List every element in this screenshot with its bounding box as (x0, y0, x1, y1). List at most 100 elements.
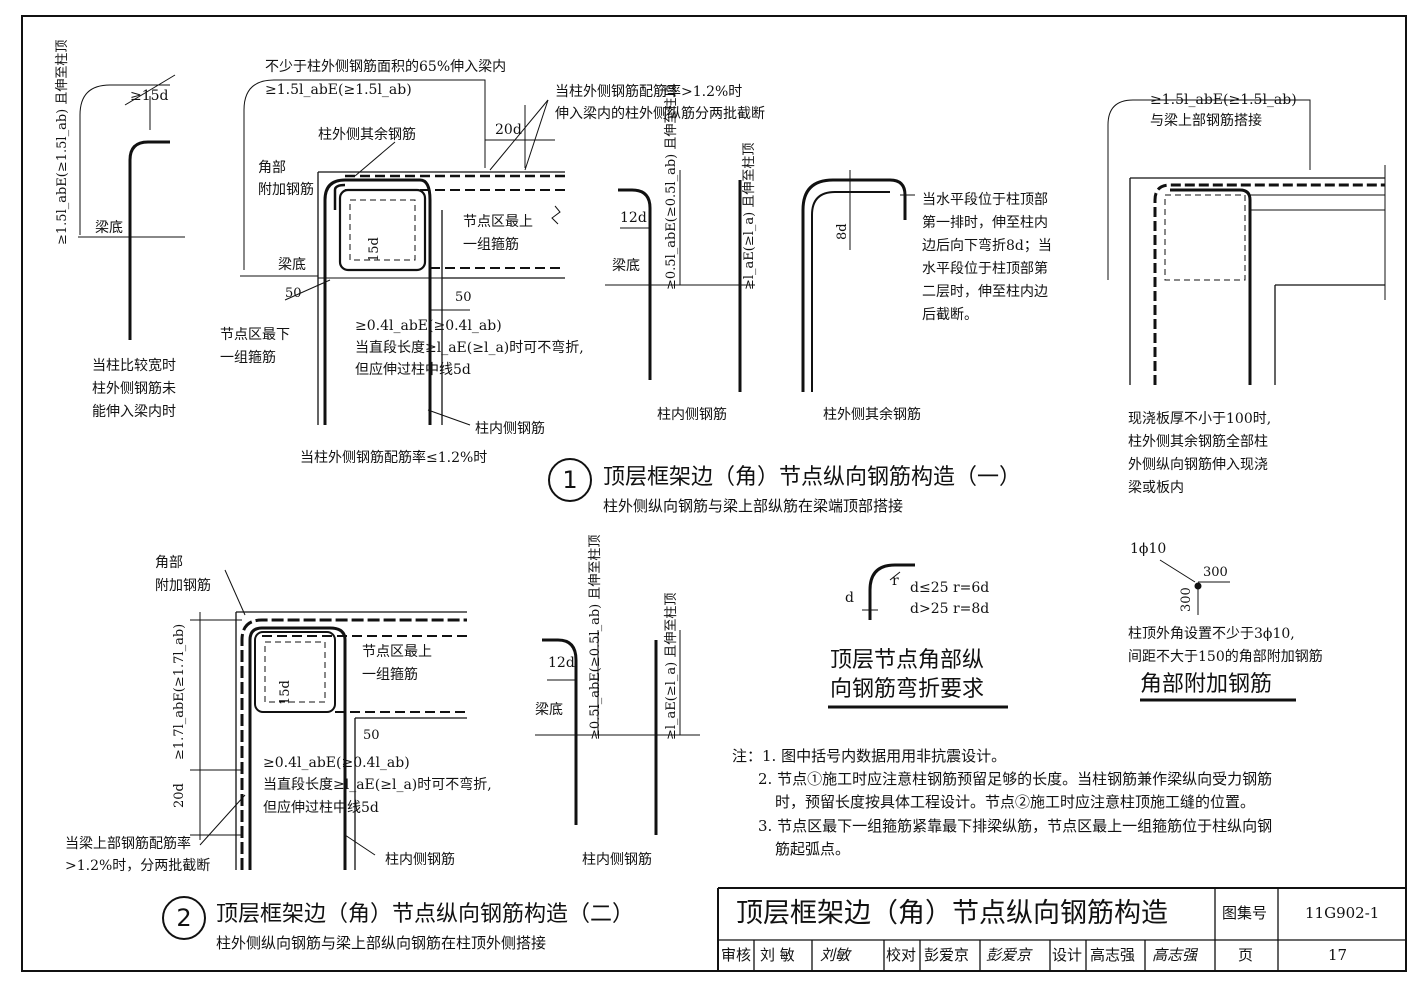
d1-corner-2: 附加钢筋 (258, 182, 314, 198)
d1-inner-label-a: ≥0.5l_abE(≥0.5l_ab) 且伸至柱顶 (664, 84, 679, 290)
review-label: 审核 (721, 946, 752, 964)
d1-left-vertical-label: ≥1.5l_abE(≥1.5l_ab) 且伸至柱顶 (55, 39, 70, 245)
d1-note-rate-2: 伸入梁内的柱外侧纵筋分两批截断 (555, 106, 765, 122)
d1-other-bars: 柱外侧其余钢筋 (318, 127, 416, 143)
d1-anchor-3: 但应伸过柱中线5d (355, 362, 471, 378)
checker-name: 彭爱京 (924, 946, 970, 964)
d2-inner-dim-12d: 12d (548, 655, 575, 671)
d1-left-caption-2: 柱外侧钢筋未 (92, 381, 176, 397)
d2-anchor-3: 但应伸过柱中线5d (263, 800, 379, 816)
d2-vertical-label: ≥1.7l_abE(≥1.7l_ab) (172, 623, 187, 760)
bend-title-1: 顶层节点角部纵 (830, 648, 985, 673)
d1-left-dim-15d: ≥15d (130, 88, 169, 104)
corner-spec: 1ϕ10 (1130, 541, 1167, 557)
d1-outer-note-3: 边后向下弯折8d；当 (922, 238, 1052, 254)
d1-dim-15d: 15d (367, 237, 382, 262)
d1-inner-label-b: ≥l_aE(≥l_a) 且伸至柱顶 (742, 142, 757, 290)
d2-inner-beam-bottom: 梁底 (535, 702, 563, 718)
d2-rate-2: >1.2%时，分两批截断 (65, 858, 211, 874)
bend-title-2: 向钢筋弯折要求 (830, 677, 985, 702)
d1-note-rate-1: 当柱外侧钢筋配筋率>1.2%时 (555, 84, 743, 100)
note-line-5: 筋起弧点。 (775, 840, 851, 858)
reviewer-name: 刘 敏 (760, 946, 795, 964)
d1-right-caption-3: 外侧纵向钢筋伸入现浇 (1128, 457, 1268, 473)
d1-beam-bottom: 梁底 (278, 257, 306, 273)
d1-top-stirrup-2: 一组箍筋 (463, 237, 519, 253)
corner-note-1: 柱顶外角设置不少于3ϕ10, (1128, 626, 1295, 642)
d2-dim-50: 50 (363, 728, 380, 743)
d1-outer-note-1: 当水平段位于柱顶部 (922, 192, 1048, 208)
d2-anchor-1: ≥0.4l_abE(≥0.4l_ab) (263, 755, 410, 771)
d2-inner-label-a: ≥0.5l_abE(≥0.5l_ab) 且伸至柱顶 (588, 534, 603, 740)
d1-right-caption-1: 现浇板厚不小于100时, (1128, 411, 1272, 427)
bend-rule-2: d>25 r=8d (910, 601, 990, 617)
d1-bottom-stirrup-2: 一组箍筋 (220, 350, 276, 366)
check-label: 校对 (886, 946, 917, 964)
d1-outer-dim-8d: 8d (835, 223, 850, 240)
corner-dim-v: 300 (1179, 587, 1194, 612)
d2-dim-15d: 15d (278, 680, 293, 705)
bend-r: r (892, 573, 899, 589)
d1-title: 顶层框架边（角）节点纵向钢筋构造（一） (603, 465, 1022, 490)
d2-inner-label-b: ≥l_aE(≥l_a) 且伸至柱顶 (664, 592, 679, 740)
d2-corner-2: 附加钢筋 (155, 578, 211, 594)
title-block-title: 顶层框架边（角）节点纵向钢筋构造 (736, 898, 1168, 929)
d1-subtitle: 柱外侧纵向钢筋与梁上部纵筋在梁端顶部搭接 (603, 497, 904, 515)
d2-top-stirrup-2: 一组箍筋 (362, 667, 418, 683)
d2-inner-caption: 柱内侧钢筋 (582, 852, 652, 868)
corner-dim-h: 300 (1203, 565, 1228, 580)
bend-d: d (845, 590, 854, 606)
d2-top-stirrup-1: 节点区最上 (362, 644, 432, 660)
atlas-label: 图集号 (1222, 904, 1268, 922)
page-number: 17 (1328, 946, 1348, 964)
d1-outer-note-6: 后截断。 (922, 307, 978, 323)
designer-signature: 高志强 (1152, 946, 1198, 964)
d1-dim-20d: 20d (495, 122, 522, 138)
d2-subtitle: 柱外侧纵向钢筋与梁上部纵向钢筋在柱顶外侧搭接 (216, 934, 547, 952)
d1-right-caption-2: 柱外侧其余钢筋全部柱 (1128, 434, 1268, 450)
d2-rate-1: 当梁上部钢筋配筋率 (65, 836, 191, 852)
d1-inner-caption: 柱内侧钢筋 (657, 407, 727, 423)
d2-dim-20d: 20d (172, 783, 187, 808)
d1-outer-note-2: 第一排时，伸至柱内 (922, 215, 1048, 231)
d1-caption: 当柱外侧钢筋配筋率≤1.2%时 (300, 450, 488, 466)
d1-anchor-1: ≥0.4l_abE(≥0.4l_ab) (355, 318, 502, 334)
d1-dim-50: 50 (285, 286, 302, 301)
design-label: 设计 (1052, 946, 1083, 964)
d1-inner-beam-bottom: 梁底 (612, 258, 640, 274)
d1-anchor-2: 当直段长度≥l_aE(≥l_a)时可不弯折, (355, 340, 584, 356)
atlas-number: 11G902-1 (1305, 904, 1380, 922)
note-line-4: 3. 节点区最下一组箍筋紧靠最下排梁纵筋，节点区最上一组箍筋位于柱纵向钢 (758, 817, 1273, 835)
designer-name: 高志强 (1090, 946, 1136, 964)
d1-left-caption-3: 能伸入梁内时 (92, 404, 176, 420)
bend-rule-1: d≤25 r=6d (910, 580, 990, 596)
d1-note-top-1: 不少于柱外侧钢筋面积的65%伸入梁内 (265, 59, 507, 75)
d1-right-note-1: ≥1.5l_abE(≥1.5l_ab) (1150, 92, 1297, 108)
d1-right-caption-4: 梁或板内 (1128, 480, 1184, 496)
d2-title: 顶层框架边（角）节点纵向钢筋构造（二） (216, 902, 635, 927)
d2-inner-bar: 柱内侧钢筋 (385, 852, 455, 868)
d2-anchor-2: 当直段长度≥l_aE(≥l_a)时可不弯折, (263, 777, 492, 793)
note-line-3: 时，预留长度按具体工程设计。节点②施工时应注意柱顶施工缝的位置。 (775, 793, 1256, 811)
d1-note-top-2: ≥1.5l_abE(≥1.5l_ab) (265, 82, 412, 98)
d1-right-note-2: 与梁上部钢筋搭接 (1150, 113, 1262, 129)
corner-title: 角部附加钢筋 (1140, 672, 1273, 697)
d1-bottom-stirrup-1: 节点区最下 (220, 327, 290, 343)
d1-outer-note-4: 水平段位于柱顶部第 (922, 261, 1048, 277)
d2-number-circle: 2 (162, 896, 206, 940)
d1-corner-1: 角部 (258, 160, 286, 176)
d1-left-caption-1: 当柱比较宽时 (92, 358, 176, 374)
d1-number-circle: 1 (548, 458, 592, 502)
d1-dim-50b: 50 (455, 290, 472, 305)
reviewer-signature: 刘敏 (820, 946, 851, 964)
corner-note-2: 间距不大于150的角部附加钢筋 (1128, 649, 1323, 665)
d1-inner-dim-12d: 12d (620, 210, 647, 226)
d1-left-beam-bottom: 梁底 (95, 220, 123, 236)
page-label: 页 (1238, 946, 1254, 964)
d1-inner-bar: 柱内侧钢筋 (475, 421, 545, 437)
d1-outer-note-5: 二层时，伸至柱内边 (922, 284, 1048, 300)
note-line-2: 2. 节点①施工时应注意柱钢筋预留足够的长度。当柱钢筋兼作梁纵向受力钢筋 (758, 770, 1273, 788)
d1-outer-caption: 柱外侧其余钢筋 (823, 407, 921, 423)
